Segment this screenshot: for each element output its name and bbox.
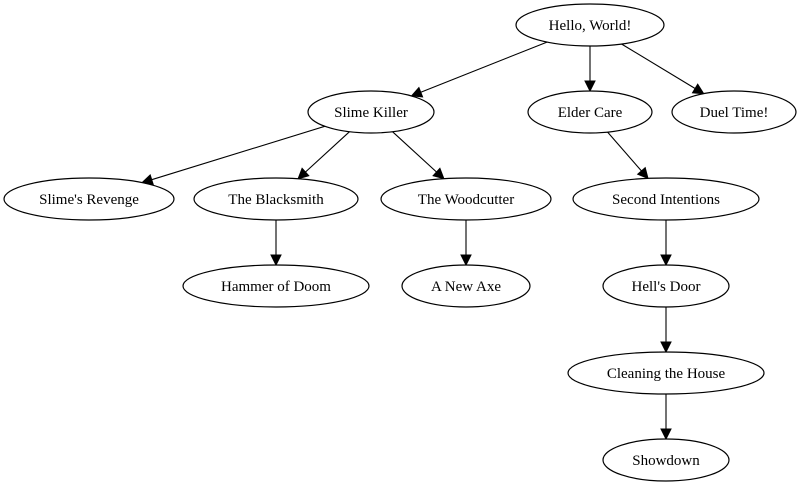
edge-line bbox=[305, 131, 350, 173]
node-cleaning-house: Cleaning the House bbox=[567, 351, 765, 395]
arrowhead-icon bbox=[460, 254, 472, 267]
node-label: Hello, World! bbox=[549, 18, 632, 34]
node-label: A New Axe bbox=[431, 279, 501, 295]
node-label: Elder Care bbox=[558, 105, 623, 121]
node-label: Hammer of Doom bbox=[221, 279, 331, 295]
edge-line bbox=[607, 131, 642, 172]
edge-hells_door-to-cleaning_house bbox=[660, 307, 672, 354]
node-ellipse bbox=[193, 177, 359, 221]
node-ellipse bbox=[527, 90, 653, 134]
node-ellipse bbox=[515, 3, 665, 47]
node-ellipse bbox=[182, 264, 370, 308]
arrowhead-icon bbox=[410, 86, 424, 98]
arrowhead-icon bbox=[636, 166, 649, 180]
edges-layer bbox=[141, 41, 705, 441]
edge-slime_killer-to-blacksmith bbox=[297, 131, 350, 180]
node-slime-killer: Slime Killer bbox=[307, 90, 435, 134]
edge-elder_care-to-second_intentions bbox=[607, 131, 649, 180]
node-label: The Blacksmith bbox=[228, 192, 324, 208]
node-ellipse bbox=[602, 438, 730, 482]
node-ellipse bbox=[307, 90, 435, 134]
node-label: Showdown bbox=[632, 453, 700, 469]
arrowhead-icon bbox=[660, 254, 672, 267]
arrowhead-icon bbox=[660, 428, 672, 441]
edge-hello-to-elder_care bbox=[584, 46, 596, 93]
node-showdown: Showdown bbox=[602, 438, 730, 482]
edge-hello-to-slime_killer bbox=[410, 41, 548, 98]
node-ellipse bbox=[671, 90, 797, 134]
node-blacksmith: The Blacksmith bbox=[193, 177, 359, 221]
arrowhead-icon bbox=[691, 83, 705, 95]
edge-cleaning_house-to-showdown bbox=[660, 394, 672, 441]
edge-line bbox=[151, 125, 325, 181]
node-ellipse bbox=[380, 177, 552, 221]
node-woodcutter: The Woodcutter bbox=[380, 177, 552, 221]
node-label: The Woodcutter bbox=[418, 192, 514, 208]
edge-line bbox=[420, 41, 548, 93]
node-ellipse bbox=[567, 351, 765, 395]
edge-hello-to-duel_time bbox=[621, 43, 705, 95]
node-new-axe: A New Axe bbox=[401, 264, 531, 308]
node-label: Cleaning the House bbox=[607, 366, 726, 382]
node-hello: Hello, World! bbox=[515, 3, 665, 47]
edge-slime_killer-to-woodcutter bbox=[392, 131, 445, 180]
edge-blacksmith-to-hammer_of_doom bbox=[270, 220, 282, 267]
edge-line bbox=[392, 131, 437, 173]
nodes-layer: Hello, World! Slime Killer Elder Care Duel … bbox=[3, 3, 797, 482]
node-label: Duel Time! bbox=[700, 105, 769, 121]
arrowhead-icon bbox=[432, 167, 445, 180]
node-duel-time: Duel Time! bbox=[671, 90, 797, 134]
node-hells-door: Hell's Door bbox=[602, 264, 730, 308]
node-label: Slime's Revenge bbox=[39, 192, 139, 208]
node-hammer-of-doom: Hammer of Doom bbox=[182, 264, 370, 308]
node-slimes-revenge: Slime's Revenge bbox=[3, 177, 175, 221]
node-label: Hell's Door bbox=[632, 279, 701, 295]
node-ellipse bbox=[602, 264, 730, 308]
edge-woodcutter-to-new_axe bbox=[460, 220, 472, 267]
node-elder-care: Elder Care bbox=[527, 90, 653, 134]
arrowhead-icon bbox=[270, 254, 282, 267]
node-label: Second Intentions bbox=[612, 192, 720, 208]
node-label: Slime Killer bbox=[334, 105, 408, 121]
node-ellipse bbox=[3, 177, 175, 221]
arrowhead-icon bbox=[660, 341, 672, 354]
node-ellipse bbox=[401, 264, 531, 308]
node-second-intentions: Second Intentions bbox=[572, 177, 760, 221]
node-ellipse bbox=[572, 177, 760, 221]
arrowhead-icon bbox=[584, 80, 596, 93]
arrowhead-icon bbox=[297, 167, 310, 180]
edge-second_intentions-to-hells_door bbox=[660, 220, 672, 267]
edge-line bbox=[621, 43, 696, 89]
edge-slime_killer-to-slimes_revenge bbox=[141, 125, 325, 186]
